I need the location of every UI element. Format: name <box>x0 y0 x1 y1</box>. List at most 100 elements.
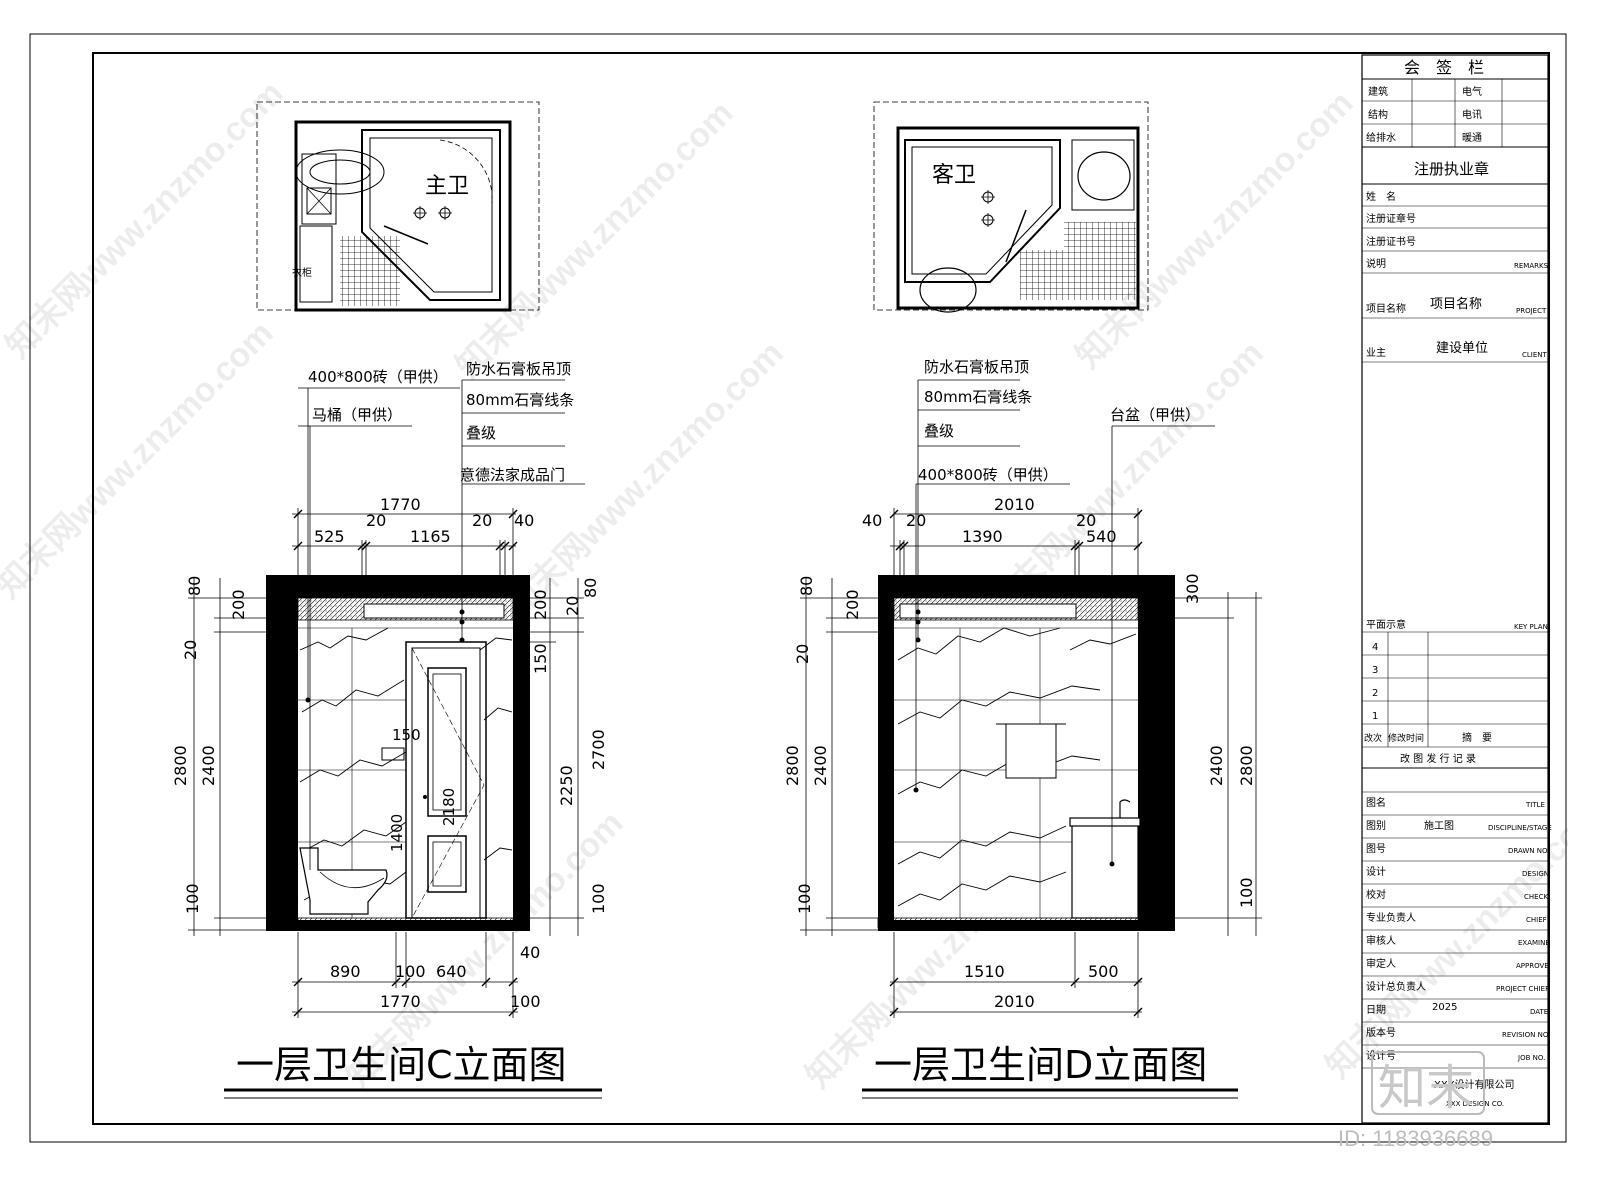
elev-c-inner-dim: 1400 <box>388 814 406 852</box>
info-row-label-en: TITLE <box>1525 801 1545 809</box>
elev-c-dim: 525 <box>314 527 345 546</box>
countersign-label: 给排水 <box>1366 131 1396 144</box>
info-row-label-en: DESIGN <box>1522 870 1549 878</box>
plan-d: 客卫 <box>873 101 1149 313</box>
elev-c-dim: 2250 <box>557 765 576 806</box>
info-row-value: 2025 <box>1432 1002 1457 1013</box>
elev-c-dim: 80 <box>185 576 204 596</box>
info-row-label: 审核人 <box>1366 934 1396 947</box>
info-row-label-en: PROJECT CHIEF <box>1496 985 1549 993</box>
info-row-label-en: EXAMINE <box>1518 939 1550 947</box>
elev-c-dim: 200 <box>531 589 550 620</box>
remarks-label: 说明 <box>1366 257 1386 270</box>
elevation-c: 400*800砖（甲供） 马桶（甲供） 防水石膏板吊顶 80mm石膏线条 叠级 … <box>171 360 608 1099</box>
elev-c-dim: 200 <box>229 589 248 620</box>
elev-c-dim: 640 <box>436 962 467 981</box>
info-row-label: 设计总负责人 <box>1366 980 1426 993</box>
elev-c-dim: 40 <box>514 511 534 530</box>
elev-c-dim: 20 <box>366 511 386 530</box>
elev-d-dim: 540 <box>1086 527 1117 546</box>
elev-c-dim: 20 <box>472 511 492 530</box>
elev-c-dim: 1770 <box>380 495 421 514</box>
title-block: 会 签 栏 建筑 电气 结构 电讯 给排水 暖通 注册执业章 姓 名 注册证章号… <box>1361 54 1552 1124</box>
info-row-label: 图名 <box>1366 796 1386 809</box>
reg-row-label: 姓 名 <box>1366 190 1396 203</box>
info-row-label: 设计 <box>1366 865 1386 878</box>
watermark-text: 知末网www.znzmo.com <box>449 94 741 386</box>
elev-d-dim: 20 <box>906 511 926 530</box>
plan-c-room-label: 主卫 <box>425 174 469 199</box>
elev-c-title: 一层卫生间C立面图 <box>236 1043 567 1087</box>
plan-c: 主卫 衣柜 <box>256 101 540 312</box>
client-value: 建设单位 <box>1436 341 1488 356</box>
elev-d-dim: 200 <box>843 589 862 620</box>
info-row-label-en: APPROVE <box>1516 962 1549 970</box>
watermark-logo: 知末 ID: 1183936689 <box>1338 1051 1493 1151</box>
info-row-value: 施工图 <box>1424 819 1454 832</box>
keyplan-label: 平面示意 <box>1366 618 1406 631</box>
revision-number: 4 <box>1372 642 1378 653</box>
elev-c-dim: 20 <box>563 596 582 616</box>
elev-c-dim: 80 <box>581 578 600 598</box>
project-label: 项目名称 <box>1366 302 1406 315</box>
elev-d-label: 叠级 <box>924 422 954 440</box>
info-row-label: 校对 <box>1366 888 1386 901</box>
info-row-label-en: DRAWN NO. <box>1508 847 1549 855</box>
elev-c-dim: 1770 <box>380 992 421 1011</box>
elev-d-dim: 1510 <box>964 962 1005 981</box>
elev-c-dim: 150 <box>531 643 550 674</box>
countersign-label: 电讯 <box>1462 108 1482 121</box>
elev-d-dim: 2800 <box>783 745 802 786</box>
elev-c-inner-dim: 150 <box>392 726 421 744</box>
info-row-label-en: CHECK <box>1524 893 1548 901</box>
elev-c-label: 400*800砖（甲供） <box>308 368 448 386</box>
elev-d-dim: 80 <box>797 576 816 596</box>
elev-d-dim: 2400 <box>811 745 830 786</box>
elev-c-dim: 2800 <box>171 745 190 786</box>
elev-d-dim: 500 <box>1088 962 1119 981</box>
countersign-header: 会 签 栏 <box>1404 58 1484 77</box>
elev-d-dim: 20 <box>793 644 812 664</box>
elev-d-dim: 300 <box>1183 573 1202 604</box>
elev-c-dim: 100 <box>395 962 426 981</box>
elev-d-label: 80mm石膏线条 <box>924 388 1032 406</box>
elev-d-dim: 1390 <box>962 527 1003 546</box>
elev-d-dim: 2800 <box>1237 745 1256 786</box>
elev-c-dim: 2700 <box>589 729 608 770</box>
plan-c-side-label: 衣柜 <box>292 266 312 279</box>
remarks-label-en: REMARKS <box>1514 262 1549 270</box>
info-row-label-en: CHIEF <box>1526 916 1547 924</box>
project-value: 项目名称 <box>1430 296 1482 312</box>
project-label-en: PROJECT <box>1516 307 1547 315</box>
elev-c-dim: 20 <box>181 640 200 660</box>
info-row-label-en: DISCIPLINE/STAGE <box>1488 824 1552 832</box>
elev-c-dim: 100 <box>183 883 202 914</box>
elev-d-dim: 20 <box>1076 511 1096 530</box>
cad-drawing-sheet: 知末网www.znzmo.com 知末网www.znzmo.com 知末网www… <box>0 33 1568 1151</box>
elevation-d: 防水石膏板吊顶 80mm石膏线条 叠级 400*800砖（甲供） 台盆（甲供） … <box>783 358 1262 1099</box>
company-name-en: XXX DESIGN CO. <box>1446 1100 1504 1108</box>
countersign-label: 结构 <box>1368 108 1388 121</box>
elev-c-dim: 100 <box>510 992 541 1011</box>
reg-row-label: 注册证书号 <box>1366 235 1416 248</box>
elev-d-label: 台盆（甲供） <box>1110 406 1200 424</box>
elev-d-dim: 2400 <box>1207 745 1226 786</box>
sheet-border <box>29 33 1567 1143</box>
elev-c-dim: 40 <box>520 943 540 962</box>
elev-d-dim: 2010 <box>994 992 1035 1011</box>
info-row-label: 专业负责人 <box>1366 911 1416 924</box>
info-row-label-en: REVISION NO. <box>1502 1031 1550 1039</box>
keyplan-label-en: KEY PLAN <box>1514 623 1548 631</box>
watermark-id: ID: 1183936689 <box>1338 1126 1493 1151</box>
elev-d-label: 400*800砖（甲供） <box>918 466 1058 484</box>
watermark-logo-text: 知末 <box>1378 1060 1474 1116</box>
revision-number: 1 <box>1372 711 1378 722</box>
reg-row-label: 注册证章号 <box>1366 212 1416 225</box>
countersign-label: 电气 <box>1462 85 1482 98</box>
elev-c-inner-dim: 2180 <box>440 788 458 826</box>
client-label-en: CLIENT <box>1522 351 1548 359</box>
info-row-label: 审定人 <box>1366 957 1396 970</box>
elev-d-title: 一层卫生间D立面图 <box>874 1043 1207 1087</box>
elev-d-dim: 2010 <box>994 495 1035 514</box>
countersign-label: 暖通 <box>1462 131 1482 144</box>
